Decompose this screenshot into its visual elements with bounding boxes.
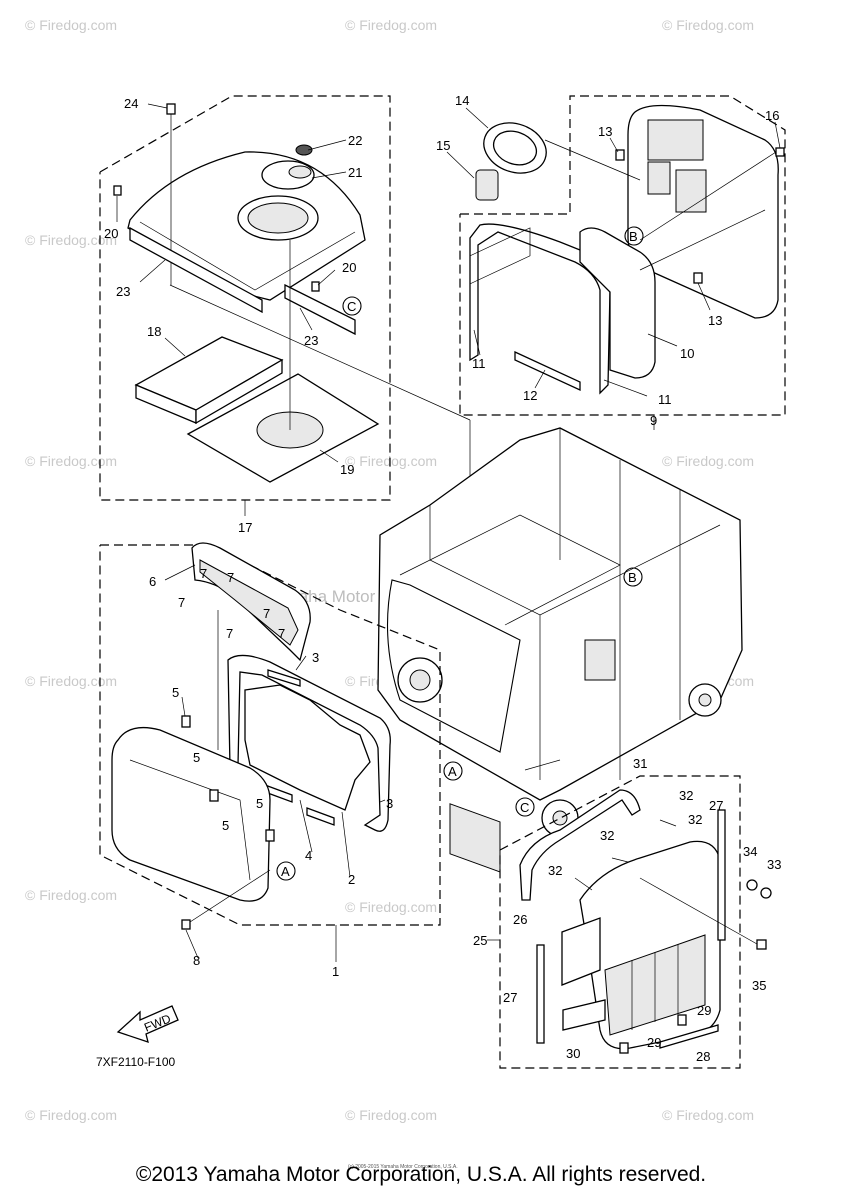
callout: 13 bbox=[598, 124, 612, 139]
callout: 7 bbox=[178, 595, 185, 610]
watermark: © Firedog.com bbox=[25, 17, 117, 33]
watermark: © Firedog.com bbox=[25, 232, 117, 248]
callout: 9 bbox=[650, 413, 657, 428]
marker-B: B bbox=[629, 229, 638, 244]
callout: 27 bbox=[709, 798, 723, 813]
callout: 34 bbox=[743, 844, 757, 859]
callout: 5 bbox=[256, 796, 263, 811]
callout: 23 bbox=[304, 333, 318, 348]
fwd-label: FWD bbox=[142, 1011, 173, 1034]
callouts: 24 22 21 20 20 23 23 18 19 17 14 15 13 1… bbox=[104, 93, 781, 1064]
callout: 16 bbox=[765, 108, 779, 123]
callout: 8 bbox=[193, 953, 200, 968]
watermark: © Firedog.com bbox=[25, 1107, 117, 1123]
frame bbox=[377, 227, 743, 873]
marker-C: C bbox=[347, 299, 356, 314]
callout: 10 bbox=[680, 346, 694, 361]
watermark: © Firedog.com bbox=[25, 887, 117, 903]
callout: 12 bbox=[523, 388, 537, 403]
callout: 25 bbox=[473, 933, 487, 948]
callout: 6 bbox=[149, 574, 156, 589]
watermark: © Firedog.com bbox=[25, 673, 117, 689]
reference-markers: C B B A C A bbox=[276, 226, 644, 881]
copyright-notice: ©2013 Yamaha Motor Corporation, U.S.A. A… bbox=[135, 1163, 707, 1186]
callout: 29 bbox=[647, 1035, 661, 1050]
watermark: © Firedog.com bbox=[662, 1107, 754, 1123]
callout: 35 bbox=[752, 978, 766, 993]
fwd-arrow: FWD bbox=[116, 1005, 179, 1043]
callout: 33 bbox=[767, 857, 781, 872]
callout: 11 bbox=[472, 356, 486, 371]
callout: 5 bbox=[222, 818, 229, 833]
callout: 13 bbox=[708, 313, 722, 328]
callout: 18 bbox=[147, 324, 161, 339]
diagram-code: 7XF2110-F100 bbox=[96, 1055, 175, 1069]
callout: 24 bbox=[124, 96, 138, 111]
callout: 23 bbox=[116, 284, 130, 299]
callout: 20 bbox=[342, 260, 356, 275]
callout: 30 bbox=[566, 1046, 580, 1061]
watermark: © Firedog.com bbox=[345, 899, 437, 915]
callout: 7 bbox=[278, 626, 285, 641]
callout: 29 bbox=[697, 1003, 711, 1018]
callout: 27 bbox=[503, 990, 517, 1005]
marker-B: B bbox=[628, 570, 637, 585]
callout: 2 bbox=[348, 872, 355, 887]
callout: 17 bbox=[238, 520, 252, 535]
group-25-rear-cover bbox=[499, 775, 772, 1069]
group-1-front-cover bbox=[99, 542, 441, 930]
callout: 3 bbox=[312, 650, 319, 665]
watermark: © Firedog.com bbox=[662, 17, 754, 33]
callout: 5 bbox=[172, 685, 179, 700]
callout: 28 bbox=[696, 1049, 710, 1064]
callout: 32 bbox=[600, 828, 614, 843]
callout: 32 bbox=[688, 812, 702, 827]
callout: 4 bbox=[305, 848, 312, 863]
group-9-side-cover bbox=[459, 95, 786, 416]
marker-A: A bbox=[281, 864, 290, 879]
watermark: © Firedog.com bbox=[345, 1107, 437, 1123]
callout: 3 bbox=[386, 796, 393, 811]
callout: 31 bbox=[633, 756, 647, 771]
callout: 22 bbox=[348, 133, 362, 148]
watermark: © Firedog.com bbox=[662, 453, 754, 469]
callout: 1 bbox=[332, 964, 339, 979]
marker-A: A bbox=[448, 764, 457, 779]
group-17-top-cover bbox=[99, 95, 471, 560]
callout: 20 bbox=[104, 226, 118, 241]
callout: 32 bbox=[679, 788, 693, 803]
watermark: © Firedog.com bbox=[345, 17, 437, 33]
callout: 5 bbox=[193, 750, 200, 765]
callout: 21 bbox=[348, 165, 362, 180]
callout: 19 bbox=[340, 462, 354, 477]
callout: 7 bbox=[200, 566, 207, 581]
callout: 7 bbox=[226, 626, 233, 641]
callout: 7 bbox=[263, 606, 270, 621]
watermark: © Firedog.com bbox=[345, 453, 437, 469]
marker-C: C bbox=[520, 800, 529, 815]
small-print: (c) 2005-2015 Yamaha Motor Corporation, … bbox=[348, 1164, 458, 1170]
callout: 15 bbox=[436, 138, 450, 153]
callout: 11 bbox=[658, 392, 672, 407]
leader-lines bbox=[116, 103, 781, 962]
callout: 14 bbox=[455, 93, 469, 108]
callout: 26 bbox=[513, 912, 527, 927]
watermark: © Firedog.com bbox=[25, 453, 117, 469]
callout: 7 bbox=[227, 570, 234, 585]
callout: 32 bbox=[548, 863, 562, 878]
